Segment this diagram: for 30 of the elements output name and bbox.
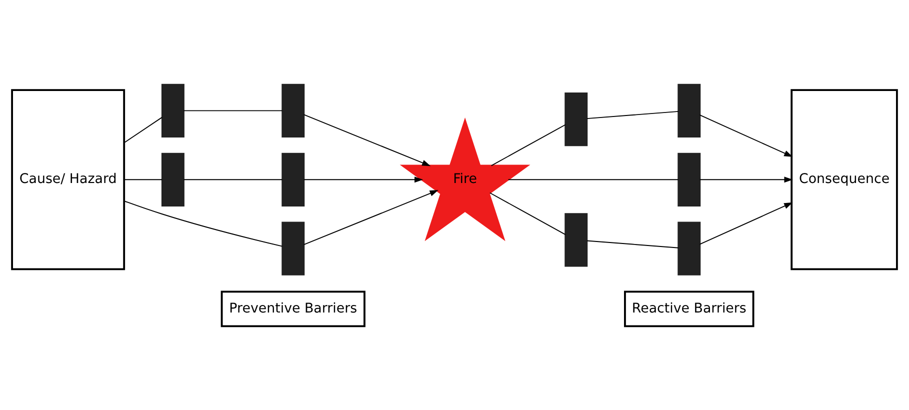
node-bar (282, 152, 305, 206)
arrow (303, 190, 438, 245)
node-box: Consequence (790, 88, 898, 270)
node-bar (678, 221, 701, 275)
connector (586, 110, 679, 119)
arrow (699, 202, 793, 244)
arrow (303, 176, 424, 182)
node-bar (678, 83, 701, 137)
node-bar (282, 221, 305, 275)
connector (183, 178, 283, 180)
node-bar (282, 83, 305, 137)
arrow (699, 176, 793, 182)
node-bar (678, 152, 701, 206)
node-box: Preventive Barriers (220, 290, 366, 327)
node-bar (564, 92, 588, 146)
node-box: Reactive Barriers (624, 290, 754, 327)
connector (124, 178, 163, 180)
node-bar (161, 152, 184, 206)
connector (586, 240, 679, 248)
arrow (699, 114, 793, 156)
connector (508, 178, 679, 180)
node-bar (564, 212, 588, 266)
connector (183, 110, 283, 111)
connector (489, 192, 566, 235)
connector (490, 124, 566, 166)
node-box: Cause/ Hazard (11, 88, 126, 270)
arrow (303, 114, 431, 166)
connector (124, 200, 283, 246)
connector (124, 116, 163, 143)
node-bar (161, 83, 184, 137)
